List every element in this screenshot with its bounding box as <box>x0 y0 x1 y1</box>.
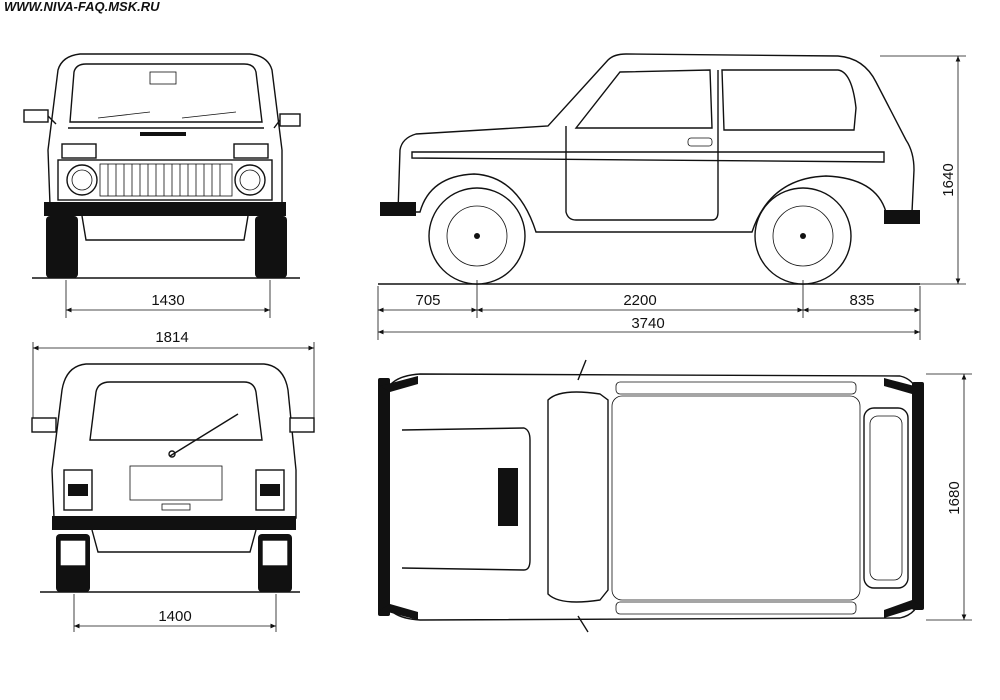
rear-view: 1814 1400 <box>31 329 315 632</box>
dim-height: 1640 <box>940 163 957 196</box>
dim-rear-overhang: 835 <box>849 292 874 309</box>
side-view: 1640 705 2200 835 3740 <box>377 53 966 340</box>
dim-overall-width: 1814 <box>155 329 188 346</box>
watermark-text: WWW.NIVA-FAQ.MSK.RU <box>4 0 160 14</box>
dim-wheelbase: 2200 <box>623 292 656 309</box>
dim-rear-track: 1400 <box>158 608 191 625</box>
dim-overall-length: 3740 <box>631 315 664 332</box>
front-left-wheel <box>46 216 78 278</box>
dim-front-track: 1430 <box>151 292 184 309</box>
front-right-wheel <box>255 216 287 278</box>
dim-front-overhang: 705 <box>415 292 440 309</box>
dim-top-width: 1680 <box>946 481 963 514</box>
front-view: 1430 <box>23 53 301 318</box>
top-view: 1680 <box>378 359 972 633</box>
